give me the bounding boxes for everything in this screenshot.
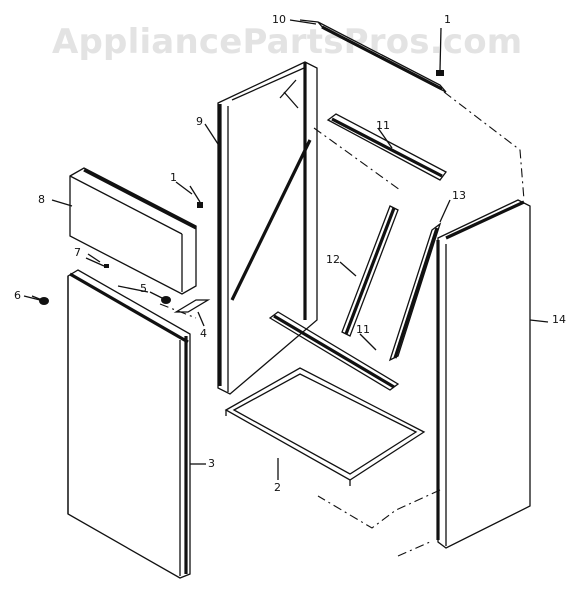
callout-13: 13 [452,189,466,202]
part-2-bottom-pan [224,367,426,486]
callout-11-mid: 11 [356,323,370,336]
callout-1-left: 1 [170,171,177,184]
callout-11-top: 11 [376,119,390,132]
callout-14: 14 [552,313,566,326]
callout-2: 2 [274,481,281,494]
callout-6: 6 [14,289,21,302]
part-13-bracket [388,222,442,362]
part-1-screw-top [436,27,444,76]
part-7-clip [85,257,109,268]
callout-7: 7 [74,246,81,259]
callout-10: 10 [272,13,286,26]
leader-lines [31,19,549,480]
callout-9: 9 [196,115,203,128]
callout-1-top: 1 [444,13,451,26]
alignment-lines [159,91,525,557]
callout-12: 12 [326,253,340,266]
part-9-back-panel [217,61,318,395]
part-1-screw-left [189,185,203,208]
callout-8: 8 [38,193,45,206]
part-10-top-rail [299,19,447,93]
part-11-lower-rail [268,311,400,391]
part-11-upper-rail [326,113,447,181]
callout-4: 4 [200,327,207,340]
part-3-front-panel [67,269,191,579]
part-8-access-panel [69,167,197,295]
callout-5: 5 [140,282,147,295]
part-6-screw [23,295,49,305]
part-5-part-4-fasteners [149,291,211,327]
part-14-side-panel [436,199,531,549]
part-12-bracket [341,205,399,337]
callout-3: 3 [208,457,215,470]
watermark: AppliancePartsPros.com [52,22,523,62]
